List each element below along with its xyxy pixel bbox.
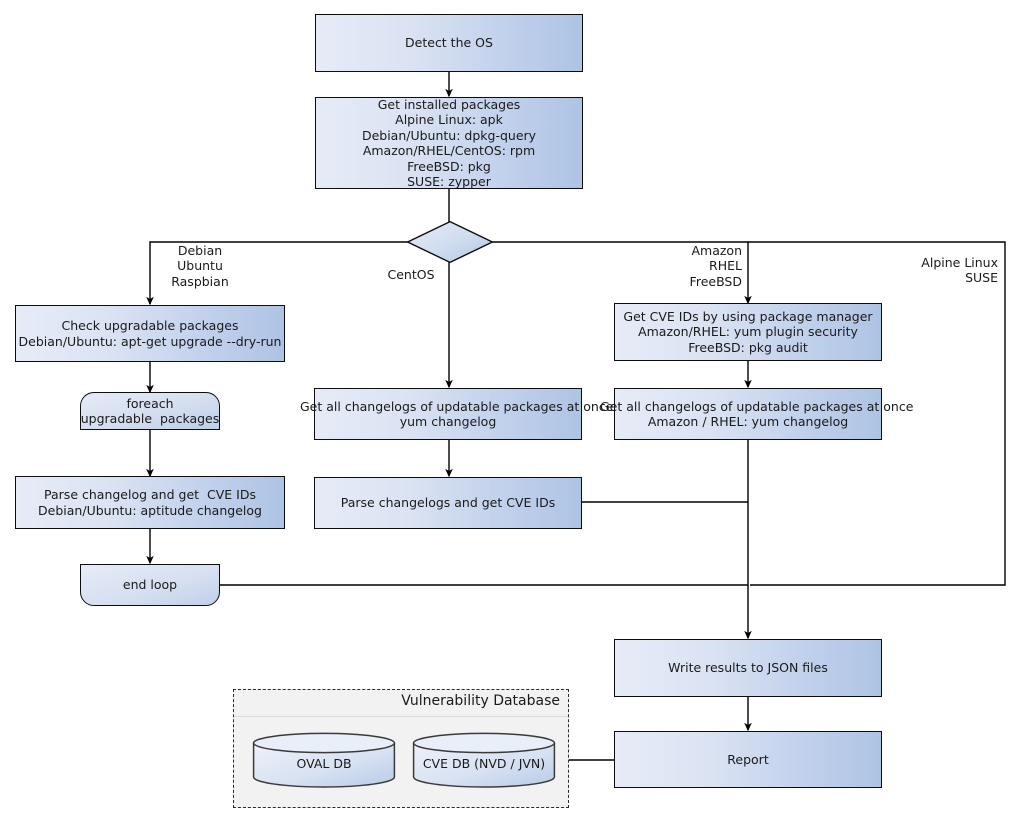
db-cylinder-cve-label: CVE DB (NVD / JVN): [422, 755, 546, 771]
node-check-upgradable-label: Check upgradable packages Debian/Ubuntu:…: [18, 318, 282, 349]
node-parse-changelogs-centos-label: Parse changelogs and get CVE IDs: [340, 495, 556, 511]
group-header-divider: [234, 716, 568, 717]
node-get-installed-packages-label: Get installed packages Alpine Linux: apk…: [361, 96, 537, 190]
node-get-changelogs-rhel[interactable]: Get all changelogs of updatable packages…: [600, 388, 913, 440]
node-get-cve-ids-pkgmgr-label: Get CVE IDs by using package manager Ama…: [623, 308, 873, 355]
node-report[interactable]: Report: [614, 731, 882, 788]
node-get-cve-ids-pkgmgr[interactable]: Get CVE IDs by using package manager Ama…: [614, 303, 882, 361]
node-get-installed-packages[interactable]: Get installed packages Alpine Linux: apk…: [315, 97, 583, 189]
node-write-results-label: Write results to JSON files: [668, 660, 828, 676]
branch-label-alpine: Alpine Linux SUSE: [921, 255, 998, 286]
branch-label-amazon: Amazon RHEL FreeBSD: [689, 243, 742, 289]
node-end-loop-label: end loop: [122, 577, 178, 593]
branch-label-centos: CentOS: [387, 267, 435, 282]
branch-label-debian: Debian Ubuntu Raspbian: [171, 243, 229, 289]
vulnerability-database-group: Vulnerability Database OVAL DB: [233, 689, 569, 808]
node-report-label: Report: [727, 751, 769, 767]
node-end-loop[interactable]: end loop: [80, 564, 220, 606]
node-check-upgradable[interactable]: Check upgradable packages Debian/Ubuntu:…: [15, 305, 285, 362]
db-cylinder-oval[interactable]: OVAL DB: [252, 732, 396, 788]
node-detect-os[interactable]: Detect the OS: [315, 14, 583, 72]
node-parse-changelog-debian-label: Parse changelog and get CVE IDs Debian/U…: [38, 487, 262, 518]
node-detect-os-label: Detect the OS: [405, 35, 493, 51]
node-parse-changelogs-centos[interactable]: Parse changelogs and get CVE IDs: [314, 477, 582, 529]
db-cylinder-oval-label: OVAL DB: [296, 755, 352, 771]
node-foreach-loop-label: foreach upgradable packages: [80, 395, 220, 427]
node-get-changelogs-rhel-label: Get all changelogs of updatable packages…: [600, 398, 914, 430]
node-foreach-loop[interactable]: foreach upgradable packages: [80, 392, 220, 430]
db-cylinder-cve[interactable]: CVE DB (NVD / JVN): [412, 732, 556, 788]
group-title: Vulnerability Database: [401, 693, 560, 709]
node-decision-os[interactable]: [406, 220, 494, 264]
node-write-results[interactable]: Write results to JSON files: [614, 639, 882, 697]
node-parse-changelog-debian[interactable]: Parse changelog and get CVE IDs Debian/U…: [15, 476, 285, 529]
node-get-changelogs-centos-label: Get all changelogs of updatable packages…: [300, 398, 614, 430]
node-get-changelogs-centos[interactable]: Get all changelogs of updatable packages…: [300, 388, 613, 440]
